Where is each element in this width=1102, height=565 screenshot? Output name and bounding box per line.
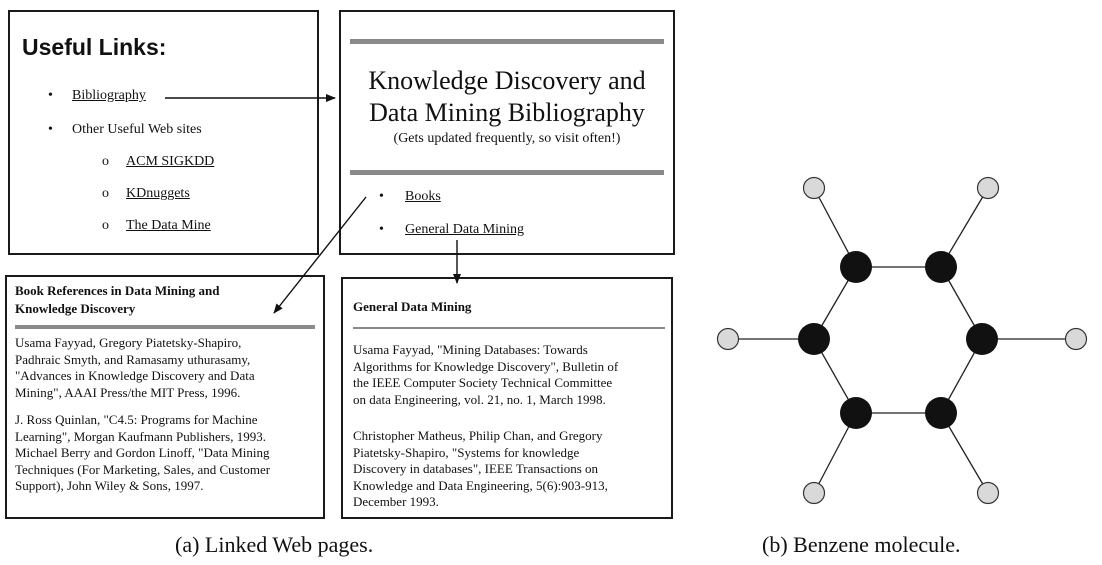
reference-line: "Advances in Knowledge Discovery and Dat…	[15, 368, 255, 383]
top-rule	[350, 39, 664, 44]
caption-a: (a) Linked Web pages.	[175, 532, 374, 557]
books-title-line1: Book References in Data Mining and	[15, 283, 220, 298]
hydrogen-atom	[1064, 327, 1088, 351]
reference-line: Christopher Matheus, Philip Chan, and Gr…	[353, 428, 603, 443]
reference-line: Learning", Morgan Kaufmann Publishers, 1…	[15, 428, 266, 444]
reference-line: Support), John Wiley & Sons, 1997.	[15, 478, 204, 493]
books-title-line2: Knowledge Discovery	[15, 301, 136, 316]
reference-line: on data Engineering, vol. 21, no. 1, Mar…	[353, 391, 606, 407]
reference-line: Algorithms for Knowledge Discovery", Bul…	[353, 358, 619, 374]
bullet-icon: •	[379, 189, 384, 204]
circle-bullet-icon: o	[102, 154, 109, 169]
books-link[interactable]: Books	[405, 189, 441, 204]
bibliography-link[interactable]: Bibliography	[72, 88, 146, 103]
books-reference-1: Usama Fayyad, Gregory Piatetsky-Shapiro,…	[15, 335, 255, 401]
list-item-general: • General Data Mining	[379, 222, 524, 238]
reference-line: Usama Fayyad, Gregory Piatetsky-Shapiro,	[15, 335, 242, 350]
bullet-icon: •	[48, 122, 53, 137]
list-item-books: • Books	[379, 189, 441, 205]
reference-line: Techniques (For Marketing, Sales, and Cu…	[15, 461, 271, 477]
books-reference-2: J. Ross Quinlan, "C4.5: Programs for Mac…	[15, 412, 270, 495]
book-references-page: Book References in Data Mining and Knowl…	[5, 275, 325, 519]
circle-bullet-icon: o	[102, 186, 109, 201]
list-item-bibliography: • Bibliography	[48, 88, 146, 104]
carbon-atom	[798, 323, 830, 355]
reference-line: Padhraic Smyth, and Ramasamy uthurasamy,	[15, 351, 251, 367]
bullet-icon: •	[379, 222, 384, 237]
sub-item-kdnuggets: o KDnuggets	[102, 186, 190, 202]
reference-line: Knowledge and Data Engineering, 5(6):903…	[353, 477, 608, 493]
bottom-rule	[350, 170, 664, 175]
bibliography-title-line2: Data Mining Bibliography	[369, 98, 645, 127]
sub-item-acm: o ACM SIGKDD	[102, 154, 214, 170]
bibliography-subtitle: (Gets updated frequently, so visit often…	[393, 131, 621, 146]
circle-bullet-icon: o	[102, 218, 109, 233]
reference-line: Usama Fayyad, "Mining Databases: Towards	[353, 342, 588, 357]
benzene-molecule	[716, 176, 1088, 505]
carbon-atom	[966, 323, 998, 355]
carbon-atom	[925, 397, 957, 429]
bibliography-title-line1: Knowledge Discovery and	[368, 66, 646, 95]
books-rule	[15, 325, 315, 329]
hydrogen-atom	[802, 481, 826, 505]
reference-line: Mining", AAAI Press/the MIT Press, 1996.	[15, 384, 241, 400]
reference-line: December 1993.	[353, 494, 439, 509]
reference-line: Piatetsky-Shapiro, "Systems for knowledg…	[353, 444, 580, 460]
carbon-atom	[840, 397, 872, 429]
hydrogen-atom	[716, 327, 740, 351]
reference-line: Discovery in databases", IEEE Transactio…	[353, 461, 599, 476]
hydrogen-atom	[802, 176, 826, 200]
kdnuggets-link[interactable]: KDnuggets	[126, 186, 190, 201]
bullet-icon: •	[48, 88, 53, 103]
bibliography-page: Knowledge Discovery and Data Mining Bibl…	[339, 10, 675, 255]
general-reference-1: Usama Fayyad, "Mining Databases: Towards…	[353, 342, 618, 408]
useful-links-page: Useful Links: • Bibliography • Other Usefu…	[8, 10, 319, 255]
hydrogen-atom	[976, 481, 1000, 505]
reference-line: the IEEE Computer Society Technical Comm…	[353, 375, 613, 390]
general-rule	[353, 327, 665, 329]
general-reference-2: Christopher Matheus, Philip Chan, and Gr…	[353, 428, 608, 511]
general-data-mining-link[interactable]: General Data Mining	[405, 222, 524, 237]
reference-line: Michael Berry and Gordon Linoff, "Data M…	[15, 445, 270, 460]
general-title: General Data Mining	[353, 299, 472, 314]
list-item-other-sites: • Other Useful Web sites	[48, 122, 202, 138]
caption-b: (b) Benzene molecule.	[762, 532, 961, 557]
hydrogen-atom	[976, 176, 1000, 200]
reference-line: J. Ross Quinlan, "C4.5: Programs for Mac…	[15, 412, 258, 427]
general-data-mining-page: General Data Mining Usama Fayyad, "Minin…	[341, 277, 673, 519]
useful-links-title: Useful Links:	[22, 34, 167, 60]
other-sites-label: Other Useful Web sites	[72, 122, 202, 137]
sub-item-data-mine: o The Data Mine	[102, 218, 211, 234]
carbon-atom	[925, 251, 957, 283]
data-mine-link[interactable]: The Data Mine	[126, 218, 211, 233]
acm-sigkdd-link[interactable]: ACM SIGKDD	[126, 154, 215, 169]
carbon-atom	[840, 251, 872, 283]
